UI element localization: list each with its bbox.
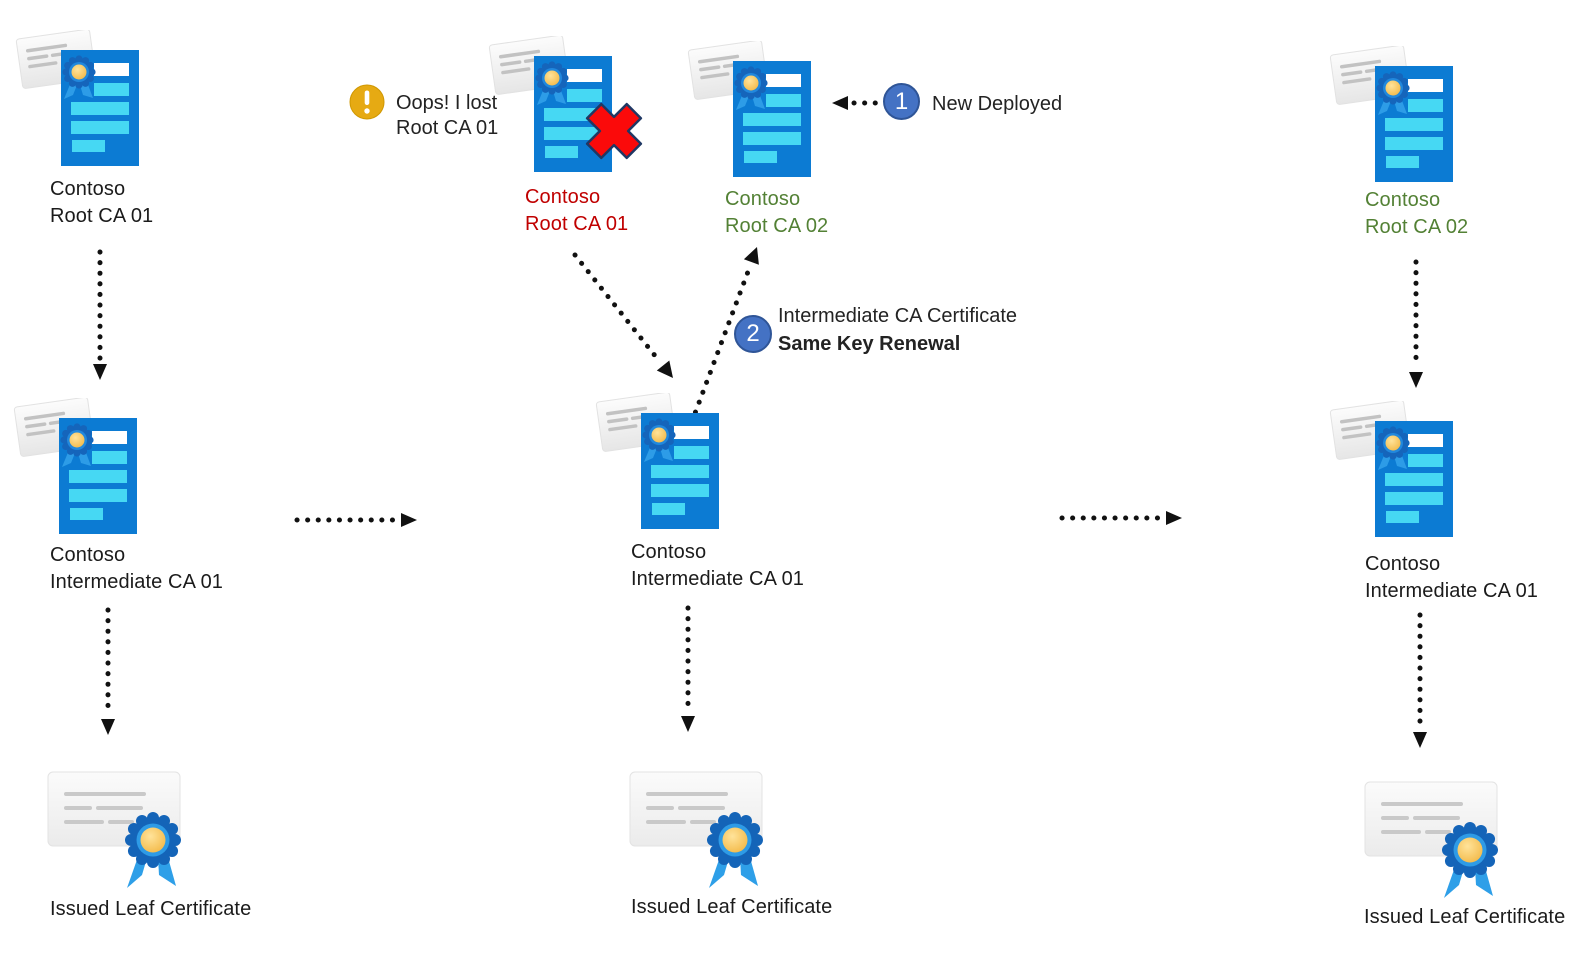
dotted-arrow-left-to-middle [294, 513, 417, 527]
dotted-arrow-left-root-to-intermediate [93, 249, 107, 380]
red-cross-icon [585, 102, 643, 160]
dotted-arrow-middle-to-right [1059, 511, 1182, 525]
dotted-arrow-root-lost-to-intermediate [572, 252, 673, 378]
step2-label: Intermediate CA Certificate Same Key Ren… [778, 305, 1017, 355]
dotted-arrow-right-root-to-intermediate [1409, 259, 1423, 388]
certificate-icon-middle-root-new [687, 41, 812, 181]
dotted-arrow-intermediate-to-root-new [685, 247, 759, 435]
certificate-icon-right-root [1329, 46, 1454, 186]
certificate-icon-right-intermediate [1329, 401, 1454, 541]
dotted-arrow-middle-intermediate-to-leaf [681, 605, 695, 732]
dotted-arrow-right-intermediate-to-leaf [1413, 612, 1427, 748]
dotted-arrow-left-intermediate-to-leaf [101, 607, 115, 735]
step1-label: New Deployed [932, 93, 1063, 115]
certificate-icon-left-intermediate [13, 398, 138, 538]
leaf-certificate-icon-left [46, 770, 191, 895]
leaf-certificate-icon-right [1363, 780, 1508, 905]
warning-icon [349, 84, 385, 120]
step2-number-badge: 2 [734, 315, 772, 353]
leaf-certificate-icon-middle [628, 770, 773, 895]
certificate-icon-middle-intermediate [595, 393, 720, 533]
label-right-leaf: Issued Leaf Certificate [1364, 906, 1566, 928]
label-middle-leaf: Issued Leaf Certificate [631, 896, 833, 918]
certificate-icon-left-root [15, 30, 140, 170]
dotted-arrow-step1-to-root-new [832, 96, 883, 110]
step1-number-badge: 1 [883, 83, 920, 120]
label-left-leaf: Issued Leaf Certificate [50, 898, 252, 920]
